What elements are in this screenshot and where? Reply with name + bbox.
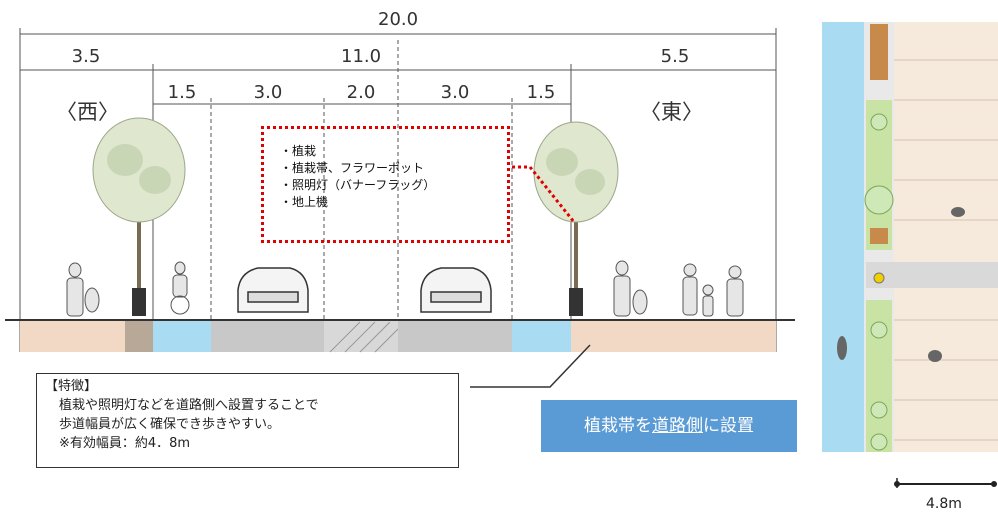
west-sidewalk (20, 320, 125, 352)
note-item: ・植栽帯、フラワーポット (280, 161, 425, 175)
note-item: ・植栽 (280, 144, 317, 158)
car-east (420, 267, 492, 313)
median-hatch (329, 321, 399, 353)
plan-view (822, 22, 998, 488)
label-part1: 植栽帯を (584, 416, 652, 436)
dim-total: 20.0 (378, 9, 419, 30)
dim-median: 2.0 (346, 82, 376, 103)
east-bike-lane (512, 320, 571, 352)
feature-line: 植栽や照明灯などを道路側へ設置することで (59, 398, 319, 413)
car-west (237, 267, 309, 313)
east-tree (533, 121, 619, 316)
planting-label: 植栽帯を道路側に設置 (541, 400, 797, 452)
pedestrians (66, 260, 744, 317)
direction-west: 〈西〉 (56, 100, 119, 124)
note-item: ・地上機 (280, 195, 329, 209)
label-part2: 道路側 (652, 416, 703, 436)
dim-west-lane: 3.0 (253, 82, 283, 103)
feature-leader (470, 344, 591, 388)
road-lane-west (211, 320, 324, 352)
direction-east: 〈東〉 (640, 100, 703, 124)
note-connector (512, 165, 576, 223)
road-lane-east (398, 320, 512, 352)
west-tree (92, 117, 186, 316)
dim-west-sidewalk: 3.5 (71, 46, 101, 67)
feature-title: 【特徴】 (45, 379, 98, 394)
feature-line: 歩道幅員が広く確保でき歩きやすい。 (59, 417, 281, 432)
plan-bench (870, 24, 888, 80)
dim-west-bike: 1.5 (167, 82, 197, 103)
feature-line: ※有効幅員：約4．8m (59, 436, 191, 451)
dim-roadway: 11.0 (341, 46, 382, 67)
note-item: ・照明灯（バナーフラッグ） (280, 178, 436, 192)
dim-east-sidewalk: 5.5 (660, 46, 690, 67)
label-part3: に設置 (703, 416, 754, 436)
east-sidewalk (571, 320, 776, 352)
west-bike-lane (153, 320, 211, 352)
west-planting-strip (125, 320, 153, 352)
plan-crossing (866, 262, 998, 288)
feature-callout: 【特徴】 植栽や照明灯などを道路側へ設置することで 歩道幅員が広く確保でき歩きや… (36, 373, 459, 468)
dim-east-lane: 3.0 (440, 82, 470, 103)
plan-width-label: 4.8m (926, 496, 962, 512)
dim-east-bike: 1.5 (526, 82, 556, 103)
facility-note-box: ・植栽 ・植栽帯、フラワーポット ・照明灯（バナーフラッグ） ・地上機 (261, 126, 510, 243)
plan-bike-lane (822, 22, 864, 452)
